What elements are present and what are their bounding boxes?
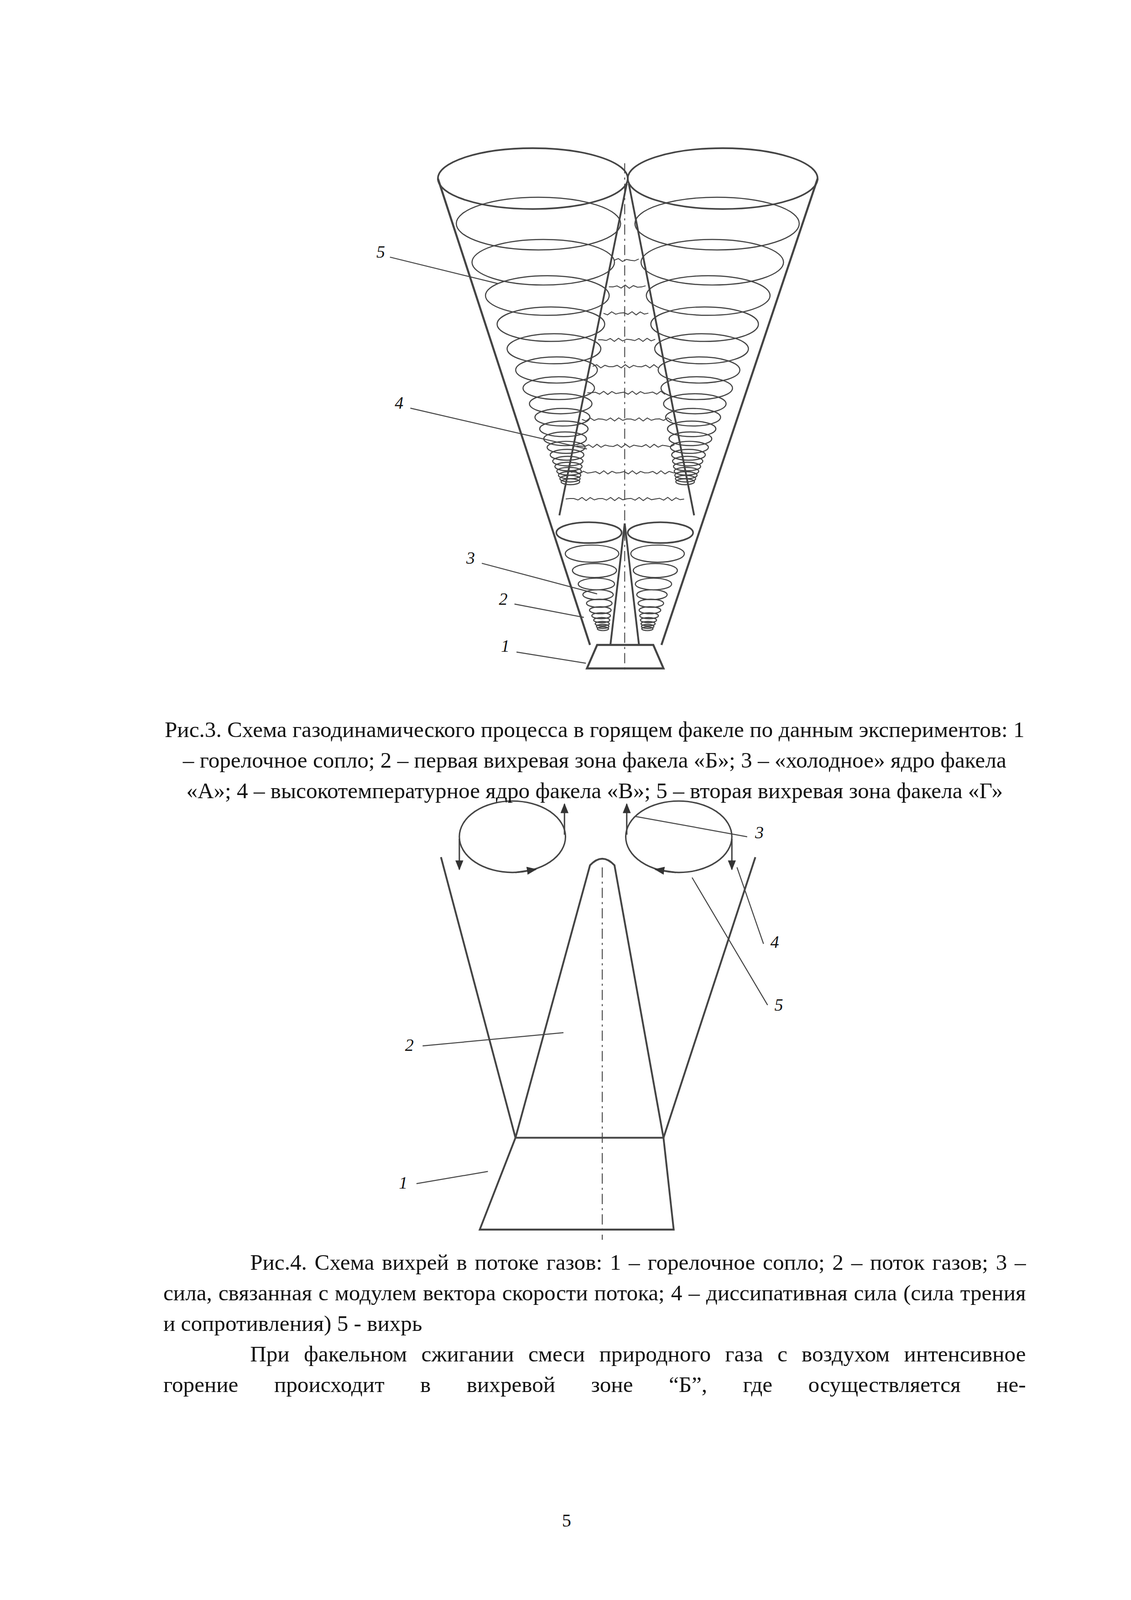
callout-number: 5 [369,240,392,264]
rotation-arrow [515,869,537,873]
flame-scheme [390,148,818,674]
leader-line [422,1032,564,1047]
vortex-ring [635,578,673,591]
leader-line [516,652,586,664]
burner-nozzle [586,645,664,669]
vortex-ring [437,148,628,209]
vortex-ring [578,578,615,591]
vortex-ring [497,307,605,342]
cone-edge [610,523,625,646]
hot-core-line [582,417,673,422]
force-arrow [458,839,460,870]
hot-core-line [614,258,639,262]
axis-line [601,867,603,1241]
force-arrow [731,839,733,870]
callout-number: 5 [767,994,791,1017]
callout-number: 4 [387,391,411,415]
vortex-ring [627,522,694,544]
vortex-ring [515,357,598,384]
callout-number: 4 [763,931,787,954]
body-text: При факельном сжигании смеси природного … [163,1339,1027,1401]
figure-caption: Рис.4. Схема вихрей в потоке газов: 1 – … [163,1247,1027,1340]
vortex-ring [638,599,664,608]
vortex-ring [522,376,595,400]
vortex-ring [641,239,784,286]
vortex-ring [586,599,613,608]
callout-number: 1 [391,1172,415,1195]
vortex-ring [561,479,580,485]
burner-nozzle [479,1138,674,1231]
vortex-ring [633,563,678,578]
hot-core-line [571,470,682,475]
callout-number: 3 [748,821,771,845]
flow-edge [441,857,516,1138]
vortex-ring [485,276,610,316]
vortex [459,801,566,873]
vortex-ring [654,333,749,365]
leader-line [635,816,748,838]
leader-line [692,877,768,1006]
hot-core-line [598,338,656,342]
hot-core-line [576,444,675,448]
callout-number: 2 [491,588,515,611]
callout-number: 3 [459,547,482,570]
callout-number: 1 [494,635,517,658]
leader-line [390,257,499,284]
leader-line [410,408,587,449]
page-number: 5 [551,1508,582,1534]
vortex-ring [507,333,601,365]
vortex-ring [635,197,800,250]
hot-core-line [592,364,658,369]
cone-edge [624,523,639,646]
gas-flow [515,859,664,1139]
axis-line [624,163,626,674]
vortex-ring [636,589,668,600]
vortex-ring [646,276,771,316]
vortex-ring [556,522,622,544]
vortex-ring [565,545,619,563]
vortex-ring [456,197,621,250]
vortex-ring [630,545,685,563]
vortex-scheme [416,801,768,1241]
leader-line [416,1171,489,1184]
leader-line [514,604,584,618]
vortex-ring [675,479,695,485]
vortex-ring [627,148,818,209]
vortex-ring [651,307,759,342]
rotation-arrow [655,869,676,873]
vortex-rings [437,148,818,631]
hot-core-line [587,391,665,395]
vortex-ring [572,563,617,578]
vortex [625,801,732,873]
figure-caption: Рис.3. Схема газодинамического процесса … [163,714,1027,807]
vortex-ring [658,357,741,384]
force-arrow [625,804,628,835]
hot-core-line [603,311,649,315]
vortex-ring [597,627,609,631]
vortex-ring [661,376,733,400]
hot-core-line [609,285,647,289]
vortex-ring [472,239,615,286]
callout-number: 2 [398,1034,421,1057]
hot-core-line [565,497,685,501]
vortex-ring [641,627,654,631]
force-arrow [563,804,566,835]
leader-line [736,867,764,945]
flow-edge [663,857,756,1138]
